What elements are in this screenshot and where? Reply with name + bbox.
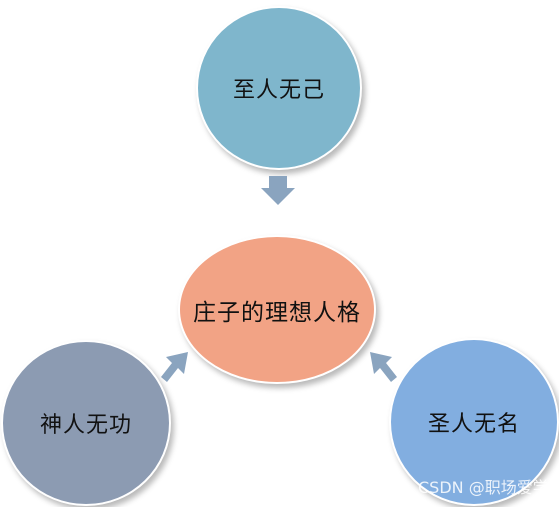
arrow-up-left-shape (370, 352, 397, 382)
node-right-label: 圣人无名 (427, 412, 520, 437)
node-right-circle: 圣人无名 (389, 338, 559, 506)
arrow-down-icon (261, 176, 295, 205)
watermark-text: CSDN @职场爱学 (418, 478, 549, 497)
node-top-circle: 至人无己 (196, 6, 362, 170)
arrow-up-right-shape (161, 352, 188, 382)
arrow-up-left-icon (370, 352, 397, 382)
node-center-label: 庄子的理想人格 (193, 299, 361, 326)
arrow-down-shape (261, 176, 295, 205)
node-left-label: 神人无功 (39, 413, 132, 438)
node-left-circle: 神人无功 (1, 340, 171, 506)
arrow-up-right-icon (161, 352, 188, 382)
node-top-label: 至人无己 (232, 78, 325, 103)
node-center-ellipse: 庄子的理想人格 (178, 235, 376, 384)
